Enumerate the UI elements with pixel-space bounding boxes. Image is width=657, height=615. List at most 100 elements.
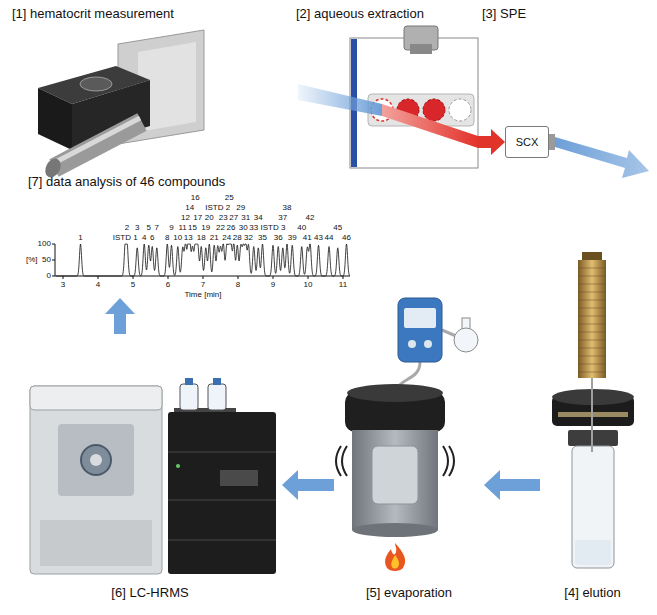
step-label: [6] LC-HRMS [111, 585, 188, 600]
peak-number: 29 [236, 203, 245, 213]
peak-number: ISTD 1 [113, 233, 138, 243]
step-region: [4] elution [540, 250, 645, 600]
cartridge-label: SCX [516, 136, 539, 149]
peak-number: 10 [173, 233, 182, 243]
hematocrit-device-part [54, 122, 142, 168]
arrow-head [484, 470, 500, 500]
lc-hrms-instrument-part [30, 386, 162, 574]
axis-label: 4 [96, 280, 100, 290]
peak-number: 26 [227, 223, 236, 233]
peak-number: 21 [210, 233, 219, 243]
peak-number: 24 [222, 233, 231, 243]
step-region: [3] SPESCX [482, 6, 562, 166]
lc-hrms-instrument-part [176, 464, 180, 468]
axis-label: 9 [271, 280, 275, 290]
peak-number: 38 [283, 203, 292, 213]
peak-number: 18 [197, 233, 206, 243]
peak-number: 20 [205, 213, 214, 223]
elution-device-part [572, 446, 614, 568]
peak-number: 28 [233, 233, 242, 243]
peak-number: 30 [239, 223, 248, 233]
axis-label: 0 [47, 271, 51, 281]
lc-hrms-instrument-part [220, 470, 258, 486]
lc-hrms-instrument-part [30, 386, 162, 410]
dried-blood-spot-card-part [423, 99, 445, 121]
peak-number: 40 [297, 223, 306, 233]
arrow-shaft [499, 479, 540, 491]
spe-flow-part [555, 137, 649, 178]
evaporator-part [424, 340, 432, 348]
lc-hrms-instrument-part [185, 378, 193, 385]
hematocrit-device-part [38, 88, 72, 150]
lc-hrms-instrument-part [90, 454, 102, 466]
lc-hrms-instrument-part [168, 452, 276, 540]
peak-number: 14 [185, 203, 194, 213]
chromatogram-trace [56, 244, 350, 276]
step-label: [4] elution [564, 585, 620, 600]
evaporator-part [454, 328, 478, 352]
peak-number: 27 [229, 213, 238, 223]
lc-hrms-instrument-part [213, 378, 221, 385]
lc-hrms-instrument-part [168, 412, 276, 574]
axis-label: 8 [236, 280, 240, 290]
elution-device-part [575, 540, 611, 565]
elution-device-part [578, 268, 606, 372]
step-region: [6] LC-HRMS [18, 334, 282, 600]
axis-label: 50 [42, 255, 51, 265]
flow-arrow [282, 470, 334, 500]
lc-hrms-instrument-part [58, 424, 134, 496]
peak-number: 35 [258, 233, 267, 243]
peak-number: 7 [155, 223, 159, 233]
dried-blood-spot-card-part [449, 99, 471, 121]
peak-number: 46 [342, 233, 351, 243]
evaporator-part [408, 340, 416, 348]
lc-hrms-instrument-part [180, 384, 198, 410]
peak-number: 3 [135, 223, 139, 233]
step-label: [7] data analysis of 46 compounds [28, 174, 225, 189]
arrow-head [282, 470, 298, 500]
axis-label: [%] [26, 255, 38, 265]
dried-blood-spot-card-part [298, 84, 382, 116]
peak-number: 11 [179, 223, 187, 233]
peak-number: 23 [219, 213, 228, 223]
evaporator-part [347, 384, 443, 402]
arrow-shaft [114, 313, 126, 334]
evaporator-part [385, 543, 405, 571]
axis-label: 10 [304, 280, 313, 290]
evaporator-part [352, 430, 438, 530]
peak-number: ISTD 2 [205, 203, 230, 213]
spe-flow [549, 134, 649, 178]
peak-number: 34 [254, 213, 263, 223]
lc-hrms-instrument-part [208, 384, 226, 410]
elution-device-part [582, 252, 602, 260]
hematocrit-device [38, 30, 204, 180]
peak-number: 12 [181, 213, 190, 223]
spe-flow-part [549, 134, 555, 150]
axis-label: 7 [201, 280, 205, 290]
peak-number: 19 [201, 223, 210, 233]
chart-axis [52, 244, 350, 279]
evaporator [336, 298, 478, 571]
step-region: [5] evaporation [334, 290, 484, 600]
evaporator-part [442, 330, 456, 336]
peak-number: 9 [169, 223, 173, 233]
arrow-shaft [297, 479, 334, 491]
peak-number: 4 [142, 233, 146, 243]
flow-arrow [484, 470, 540, 500]
dried-blood-spot-card-part [382, 104, 478, 148]
elution-device [552, 252, 634, 568]
flow-arrow [105, 298, 135, 334]
lc-hrms-instrument-part [81, 445, 111, 475]
peak-number: 42 [306, 213, 315, 223]
arrow-head [105, 298, 135, 314]
step-label: [1] hematocrit measurement [12, 6, 174, 21]
dried-blood-spot-card [298, 26, 478, 168]
axis-label: 11 [339, 280, 347, 290]
lc-hrms-instrument [30, 378, 276, 574]
arrow-head [491, 129, 505, 155]
elution-device-part [591, 378, 593, 452]
peak-number: 16 [191, 193, 200, 203]
